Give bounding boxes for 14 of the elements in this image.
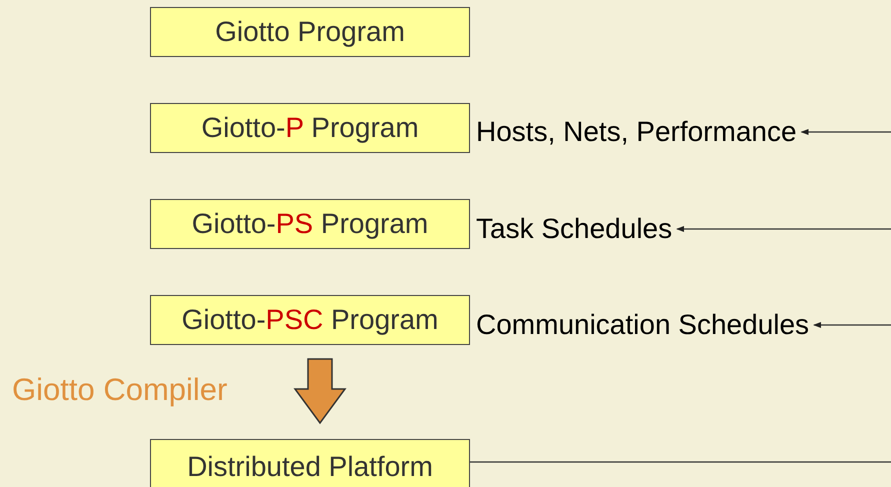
block-arrow bbox=[294, 358, 346, 424]
process-box: Distributed Platform bbox=[150, 439, 470, 487]
arrow bbox=[813, 322, 891, 328]
connector-line bbox=[470, 461, 891, 463]
process-box: Giotto-PS Program bbox=[150, 199, 470, 249]
input-label: Task Schedules bbox=[476, 211, 672, 247]
arrow bbox=[800, 129, 891, 135]
process-box: Giotto-P Program bbox=[150, 103, 470, 153]
process-box: Giotto Program bbox=[150, 7, 470, 57]
edge-label: Giotto Compiler bbox=[12, 374, 228, 405]
input-label: Communication Schedules bbox=[476, 307, 810, 343]
input-label: Hosts, Nets, Performance bbox=[476, 114, 797, 150]
process-box: Giotto-PSC Program bbox=[150, 295, 470, 345]
arrow bbox=[676, 226, 891, 232]
